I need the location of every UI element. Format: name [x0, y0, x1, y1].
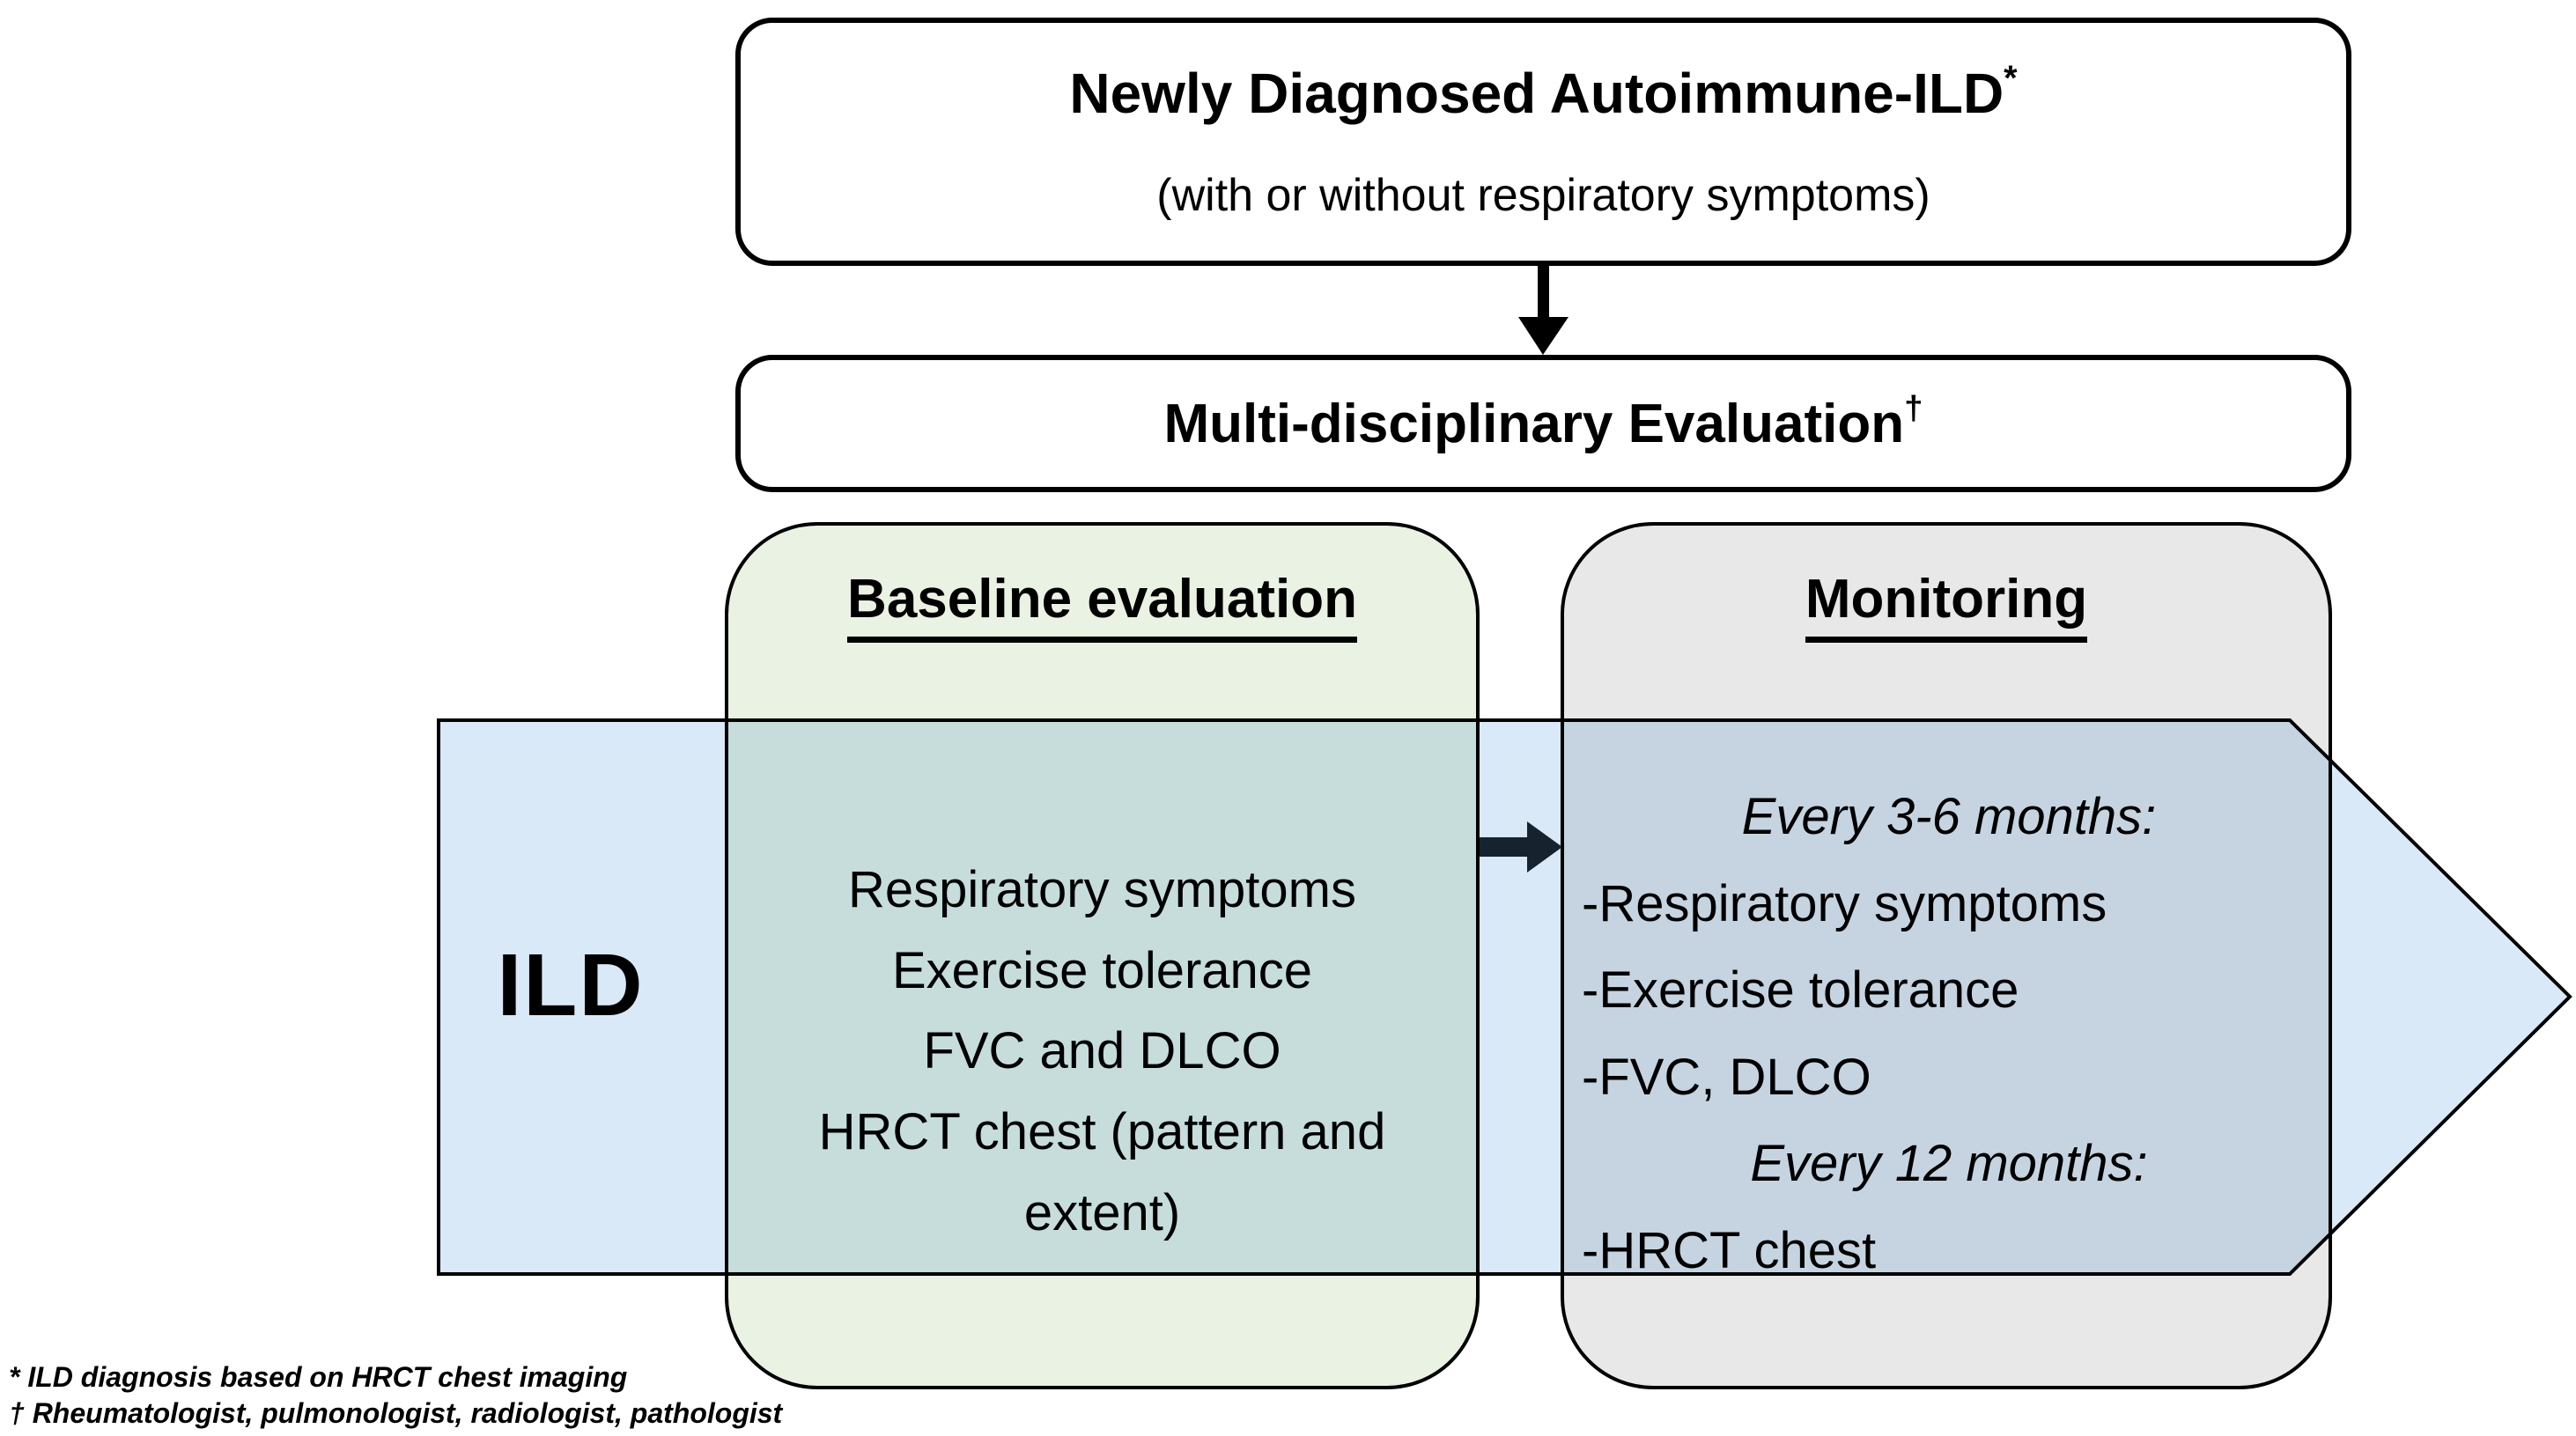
monitoring-item: -Exercise tolerance	[1582, 961, 2019, 1020]
footnote-dagger: † Rheumatologist, pulmonologist, radiolo…	[9, 1396, 783, 1429]
top-box-title: Newly Diagnosed Autoimmune-ILD*	[1069, 59, 2017, 126]
monitoring-item: -HRCT chest	[1582, 1221, 1877, 1279]
baseline-heading: Baseline evaluation	[728, 568, 1476, 643]
dagger-superscript: †	[1904, 388, 1923, 427]
baseline-item: Exercise tolerance	[891, 941, 1313, 999]
newly-diagnosed-box: Newly Diagnosed Autoimmune-ILD* (with or…	[735, 18, 2351, 266]
footnote-asterisk: * ILD diagnosis based on HRCT chest imag…	[9, 1361, 628, 1393]
baseline-item: HRCT chest (pattern and extent)	[818, 1102, 1386, 1241]
monitoring-item-list: Every 3-6 months: -Respiratory symptoms …	[1582, 774, 2316, 1295]
monitoring-heading-text: Monitoring	[1805, 569, 2088, 643]
monitoring-item: -Respiratory symptoms	[1582, 874, 2107, 932]
right-arrow-icon	[1480, 821, 1562, 873]
baseline-item: Respiratory symptoms	[848, 861, 1356, 918]
ild-banner-label: ILD	[497, 936, 645, 1035]
top-box-subtitle: (with or without respiratory symptoms)	[1156, 169, 1930, 221]
baseline-heading-text: Baseline evaluation	[847, 569, 1357, 643]
monitoring-schedule: Every 12 months:	[1750, 1135, 2148, 1193]
baseline-evaluation-box: Baseline evaluation Respiratory symptoms…	[725, 522, 1480, 1389]
monitoring-box: Monitoring Every 3-6 months: -Respirator…	[1561, 522, 2332, 1389]
asterisk-superscript: *	[2004, 58, 2018, 98]
baseline-item: FVC and DLCO	[923, 1022, 1281, 1080]
evaluation-box-title: Multi-disciplinary Evaluation†	[1163, 389, 1923, 455]
evaluation-box-label: Multi-disciplinary Evaluation	[1163, 393, 1905, 454]
baseline-item-list: Respiratory symptoms Exercise tolerance …	[744, 850, 1460, 1253]
footnotes: * ILD diagnosis based on HRCT chest imag…	[9, 1359, 782, 1432]
monitoring-schedule: Every 3-6 months:	[1741, 788, 2157, 845]
top-box-title-text: Newly Diagnosed Autoimmune-ILD	[1069, 62, 2004, 126]
down-arrow-icon	[1518, 264, 1568, 355]
monitoring-heading: Monitoring	[1564, 568, 2329, 643]
monitoring-item: -FVC, DLCO	[1582, 1048, 1871, 1106]
multidisciplinary-evaluation-box: Multi-disciplinary Evaluation†	[735, 355, 2351, 492]
